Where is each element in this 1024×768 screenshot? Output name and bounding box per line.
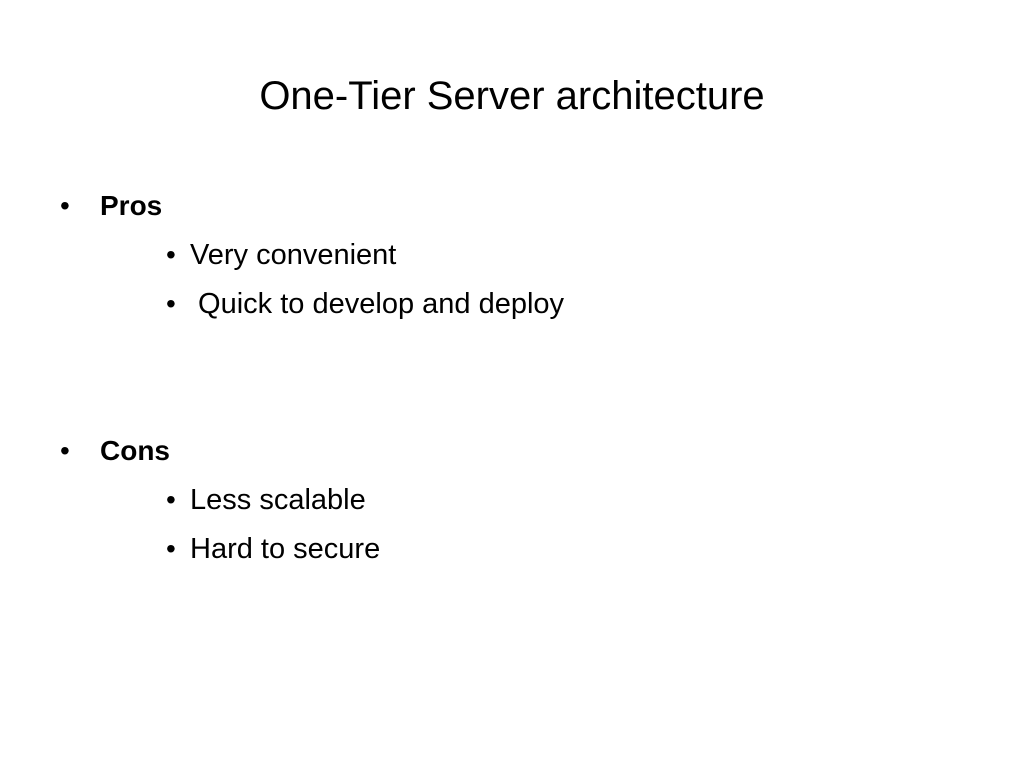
section-heading-pros: Pros <box>100 190 163 221</box>
list-item-text: Less scalable <box>190 484 366 516</box>
slide-title: One-Tier Server architecture <box>259 74 765 118</box>
list-item-text: Very convenient <box>190 239 397 271</box>
bullet-icon: • <box>60 435 70 466</box>
bullet-icon: • <box>60 190 70 221</box>
bullet-icon: • <box>166 484 176 515</box>
list-item-text: Quick to develop and deploy <box>190 288 565 320</box>
list-item-text: Hard to secure <box>190 533 381 565</box>
bullet-icon: • <box>166 288 176 319</box>
bullet-icon: • <box>166 533 176 564</box>
bullet-icon: • <box>166 239 176 270</box>
section-heading-cons: Cons <box>100 435 170 466</box>
